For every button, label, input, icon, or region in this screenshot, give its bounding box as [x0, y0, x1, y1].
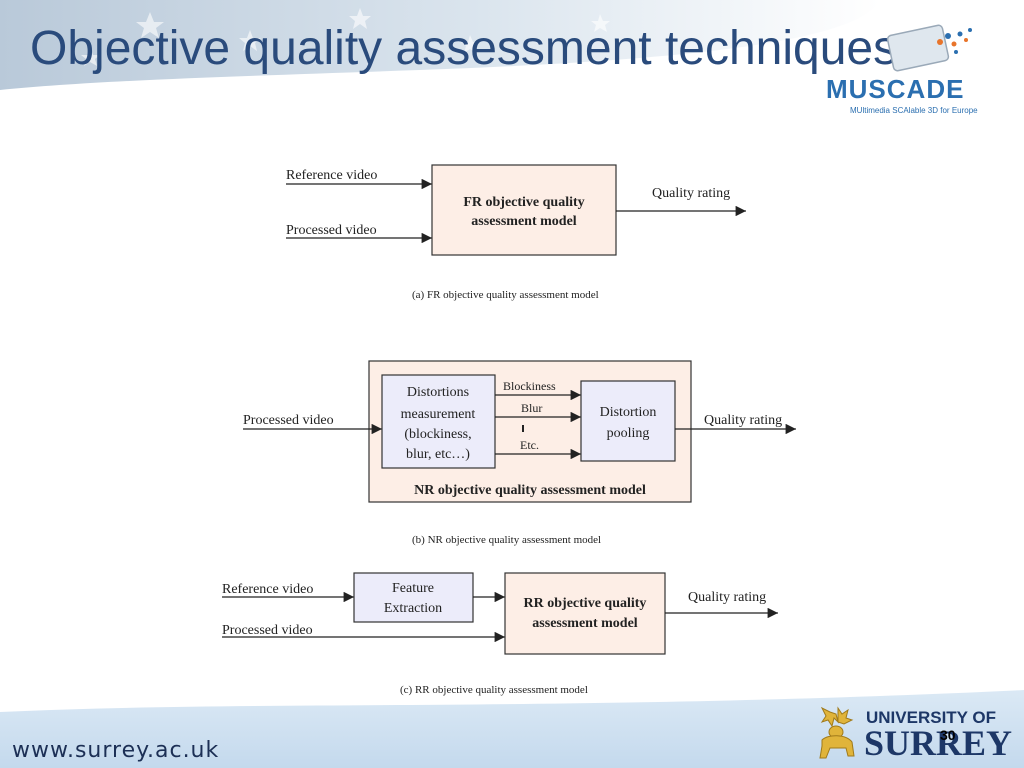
top-swoosh [0, 0, 880, 90]
rr-reference-label: Reference video [222, 582, 313, 597]
fr-diagram: Reference video Processed video FR objec… [286, 164, 746, 301]
fr-output-label: Quality rating [652, 186, 730, 201]
rr-caption: (c) RR objective quality assessment mode… [400, 684, 588, 696]
slide-title-text: Objective quality assessment techniques [30, 22, 898, 75]
rr-model-box [504, 572, 666, 655]
nr-blockiness-label: Blockiness [503, 379, 556, 393]
nr-pooling-box [580, 380, 676, 462]
muscade-tagline: MUltimedia SCAlable 3D for Europe [850, 106, 978, 115]
slide-title: Objective quality assessment techniques [30, 22, 897, 76]
nr-model-label: NR objective quality assessment model [414, 483, 646, 498]
page-number: 30 [940, 727, 956, 743]
rr-feature-line2: Extraction [384, 601, 442, 616]
muscade-emblem [886, 24, 972, 72]
nr-caption: (b) NR objective quality assessment mode… [412, 534, 601, 546]
bottom-band [0, 690, 1024, 768]
rr-feature-line1: Feature [392, 581, 434, 596]
surrey-line1: UNIVERSITY OF [866, 708, 997, 727]
nr-pooling-line1: Distortion [600, 405, 657, 420]
rr-output-label: Quality rating [688, 590, 766, 605]
nr-measure-line2: measurement [401, 407, 476, 422]
fr-caption: (a) FR objective quality assessment mode… [412, 289, 599, 301]
fr-model-box [431, 164, 617, 256]
rr-processed-label: Processed video [222, 623, 313, 638]
rr-diagram: Reference video Feature Extraction Proce… [222, 572, 778, 696]
footer-url: www.surrey.ac.uk [12, 738, 220, 763]
rr-model-line2: assessment model [532, 616, 637, 631]
muscade-wordmark: MUSCADE [826, 74, 965, 104]
nr-etc-label: Etc. [520, 438, 539, 452]
nr-measure-box [381, 374, 496, 469]
nr-measure-line3: (blockiness, [404, 427, 471, 442]
fr-reference-label: Reference video [286, 168, 377, 183]
rr-model-line1: RR objective quality [524, 596, 647, 611]
nr-output-label: Quality rating [704, 413, 782, 428]
top-stars [81, 8, 610, 66]
nr-measure-line1: Distortions [407, 385, 469, 400]
surrey-logo: UNIVERSITY OF SURREY [806, 700, 1018, 766]
muscade-logo: MUSCADE MUltimedia SCAlable 3D for Europ… [820, 22, 1000, 117]
surrey-line2: SURREY [864, 723, 1013, 763]
nr-diagram: Processed video Distortions measurement … [243, 360, 796, 546]
stag-icon [819, 706, 855, 759]
nr-blur-label: Blur [521, 401, 542, 415]
fr-model-line1: FR objective quality [463, 195, 584, 210]
nr-pooling-line2: pooling [607, 426, 650, 441]
fr-model-line2: assessment model [471, 214, 576, 229]
fr-processed-label: Processed video [286, 223, 377, 238]
nr-measure-line4: blur, etc…) [406, 447, 470, 462]
emblem-screen [886, 24, 950, 72]
nr-processed-label: Processed video [243, 413, 334, 428]
